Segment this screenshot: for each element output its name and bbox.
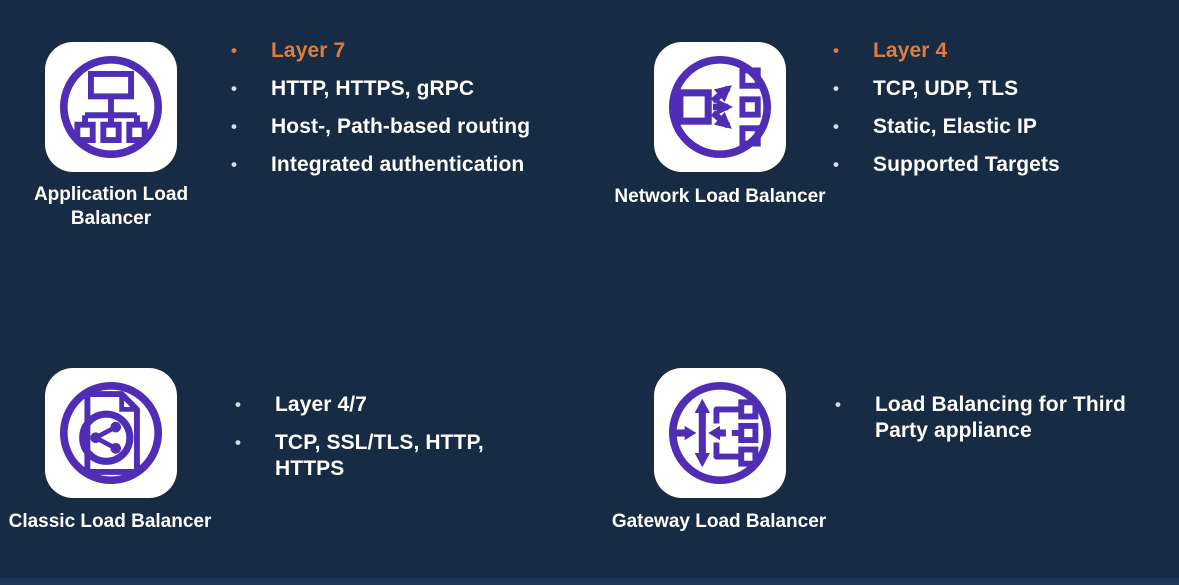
- bullet-text: Load Balancing for Third Party appliance: [875, 393, 1126, 442]
- bullet-item: • Supported Targets: [833, 152, 1163, 178]
- bullet-dot: •: [833, 155, 839, 174]
- bullet-text: Layer 4: [873, 39, 948, 62]
- gateway-load-balancer-label: Gateway Load Balancer: [611, 511, 827, 532]
- bullet-text: Host-, Path-based routing: [271, 115, 531, 138]
- bullet-dot: •: [231, 41, 237, 60]
- bullet-item: • HTTP, HTTPS, gRPC: [231, 76, 591, 102]
- gateway-load-balancer-card: [654, 368, 786, 498]
- bullet-item: • Host-, Path-based routing: [231, 114, 591, 140]
- bottom-accent-bar: [0, 578, 1179, 585]
- bullet-dot: •: [235, 395, 241, 414]
- bullet-item: • Static, Elastic IP: [833, 114, 1163, 140]
- bullet-dot: •: [835, 395, 841, 414]
- network-load-balancer-bullets: • Layer 4 • TCP, UDP, TLS • Static, Elastic…: [833, 38, 1163, 190]
- gateway-load-balancer-bullets: • Load Balancing for Third Party applianc…: [835, 392, 1165, 456]
- bullet-text: TCP, UDP, TLS: [873, 77, 1019, 100]
- classic-load-balancer-bullets: • Layer 4/7 • TCP, SSL/TLS, HTTP, HTTPS: [235, 392, 535, 494]
- bullet-item: • TCP, SSL/TLS, HTTP, HTTPS: [235, 430, 535, 482]
- bullet-text: Layer 4/7: [275, 393, 367, 416]
- application-load-balancer-bullets: • Layer 7 • HTTP, HTTPS, gRPC • Host-, Path…: [231, 38, 591, 190]
- bullet-item: • Load Balancing for Third Party applianc…: [835, 392, 1165, 444]
- classic-load-balancer-icon: [52, 374, 170, 492]
- bullet-dot: •: [235, 433, 241, 452]
- bullet-item: • Layer 4: [833, 38, 1163, 64]
- bullet-text: HTTP, HTTPS, gRPC: [271, 77, 475, 100]
- gateway-load-balancer-icon: [661, 374, 779, 492]
- classic-load-balancer-card: [45, 368, 177, 498]
- application-load-balancer-icon: [52, 48, 170, 166]
- bullet-dot: •: [231, 155, 237, 174]
- bullet-text: Layer 7: [271, 39, 346, 62]
- bullet-item: • Integrated authentication: [231, 152, 591, 178]
- classic-load-balancer-label: Classic Load Balancer: [8, 511, 212, 532]
- bullet-item: • Layer 4/7: [235, 392, 535, 418]
- bullet-text: Supported Targets: [873, 153, 1060, 176]
- network-load-balancer-label: Network Load Balancer: [614, 186, 826, 207]
- network-load-balancer-card: [654, 42, 786, 172]
- application-load-balancer-label: Application Load Balancer: [33, 184, 189, 229]
- bullet-dot: •: [231, 117, 237, 136]
- bullet-dot: •: [833, 79, 839, 98]
- bullet-item: • TCP, UDP, TLS: [833, 76, 1163, 102]
- bullet-item: • Layer 7: [231, 38, 591, 64]
- bullet-dot: •: [833, 41, 839, 60]
- bullet-text: Static, Elastic IP: [873, 115, 1038, 138]
- bullet-text: TCP, SSL/TLS, HTTP, HTTPS: [275, 431, 484, 480]
- bullet-text: Integrated authentication: [271, 153, 525, 176]
- bullet-dot: •: [231, 79, 237, 98]
- application-load-balancer-card: [45, 42, 177, 172]
- network-load-balancer-icon: [661, 48, 779, 166]
- bullet-dot: •: [833, 117, 839, 136]
